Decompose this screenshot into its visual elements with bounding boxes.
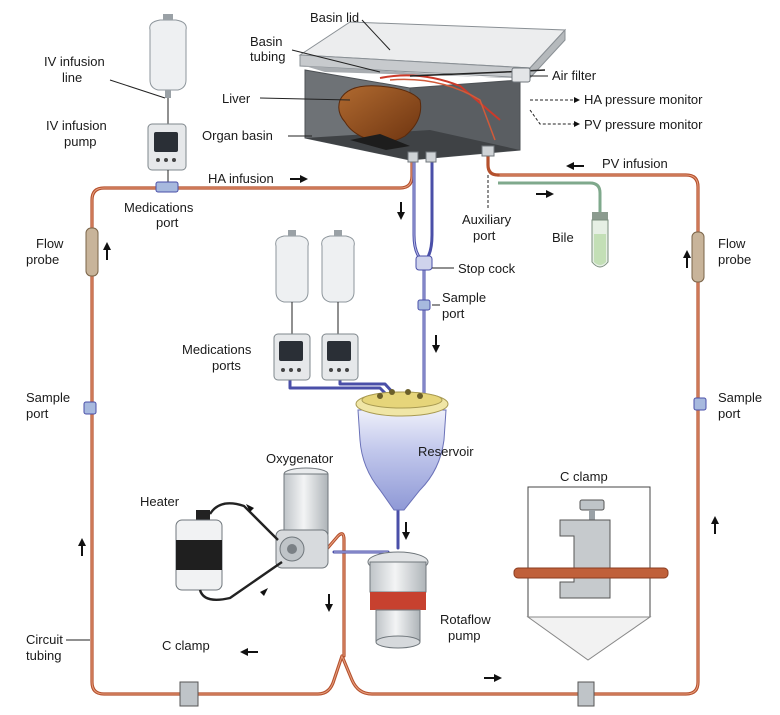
label-rotaflow-pump-1: Rotaflow xyxy=(440,612,491,627)
label-pv-pressure-monitor: PV pressure monitor xyxy=(584,117,703,132)
label-circuit-tubing-2: tubing xyxy=(26,648,61,663)
sample-port-left xyxy=(83,401,97,415)
label-organ-basin: Organ basin xyxy=(202,128,273,143)
oxygenator xyxy=(275,467,329,569)
label-medications-ports-2: ports xyxy=(212,358,241,373)
label-ha-infusion: HA infusion xyxy=(208,171,274,186)
label-liver: Liver xyxy=(222,91,251,106)
label-basin-lid: Basin lid xyxy=(310,10,359,25)
sample-port-right xyxy=(693,397,707,411)
label-oxygenator: Oxygenator xyxy=(266,451,334,466)
flow-probe-right xyxy=(691,231,705,283)
label-ha-pressure-monitor: HA pressure monitor xyxy=(584,92,703,107)
flow-probe-left xyxy=(85,227,99,277)
label-stop-cock: Stop cock xyxy=(458,261,516,276)
reservoir xyxy=(355,389,449,511)
circuit-tubing xyxy=(90,148,700,696)
label-sample-port-left-1: Sample xyxy=(26,390,70,405)
iv-infusion-pump xyxy=(147,123,187,171)
label-iv-infusion-line-1: IV infusion xyxy=(44,54,105,69)
heater-hose-top xyxy=(208,502,279,541)
bile-tubing xyxy=(498,181,602,212)
label-sample-port-right-2: port xyxy=(718,406,741,421)
label-iv-infusion-pump-2: pump xyxy=(64,134,97,149)
label-c-clamp-bottom: C clamp xyxy=(162,638,210,653)
label-basin-tubing-1: Basin xyxy=(250,34,283,49)
label-medications-port-2: port xyxy=(156,215,179,230)
label-heater: Heater xyxy=(140,494,180,509)
label-auxiliary-port-2: port xyxy=(473,228,496,243)
label-flow-probe-left-1: Flow xyxy=(36,236,64,251)
label-reservoir: Reservoir xyxy=(418,444,474,459)
label-bile: Bile xyxy=(552,230,574,245)
label-circuit-tubing-1: Circuit xyxy=(26,632,63,647)
iv-infusion-bag xyxy=(149,14,187,98)
sample-port-center xyxy=(417,299,431,311)
medication-pump-2 xyxy=(321,333,359,381)
label-basin-tubing-2: tubing xyxy=(250,49,285,64)
label-rotaflow-pump-2: pump xyxy=(448,628,481,643)
medication-bag-1 xyxy=(275,230,309,303)
medications-port xyxy=(155,181,179,193)
label-auxiliary-port-1: Auxiliary xyxy=(462,212,512,227)
label-sample-port-center-1: Sample xyxy=(442,290,486,305)
c-clamp-inset xyxy=(513,486,669,661)
heater-hose-bottom xyxy=(198,561,283,601)
label-flow-probe-left-2: probe xyxy=(26,252,59,267)
rotaflow-pump xyxy=(367,551,429,649)
c-clamp-bottom-right xyxy=(577,681,595,707)
label-flow-probe-right-2: probe xyxy=(718,252,751,267)
label-sample-port-left-2: port xyxy=(26,406,49,421)
label-c-clamp-inset: C clamp xyxy=(560,469,608,484)
label-iv-infusion-line-2: line xyxy=(62,70,82,85)
stop-cock xyxy=(415,255,433,271)
label-medications-ports-1: Medications xyxy=(182,342,252,357)
medication-pump-1 xyxy=(273,333,311,381)
liver xyxy=(338,85,422,143)
air-filter xyxy=(511,67,531,83)
c-clamp-bottom xyxy=(179,681,199,707)
bile-collector xyxy=(591,212,609,268)
organ-basin xyxy=(298,21,567,163)
label-pv-infusion: PV infusion xyxy=(602,156,668,171)
label-sample-port-center-2: port xyxy=(442,306,465,321)
medication-bag-2 xyxy=(321,230,355,303)
label-medications-port-1: Medications xyxy=(124,200,194,215)
label-flow-probe-right-1: Flow xyxy=(718,236,746,251)
leader-lines xyxy=(66,19,574,641)
heater xyxy=(175,510,223,591)
flow-arrows xyxy=(78,162,719,682)
diagram-labels: Basin lid Basin tubing Air filter HA pre… xyxy=(26,10,762,663)
label-air-filter: Air filter xyxy=(552,68,597,83)
label-iv-infusion-pump-1: IV infusion xyxy=(46,118,107,133)
label-sample-port-right-1: Sample xyxy=(718,390,762,405)
